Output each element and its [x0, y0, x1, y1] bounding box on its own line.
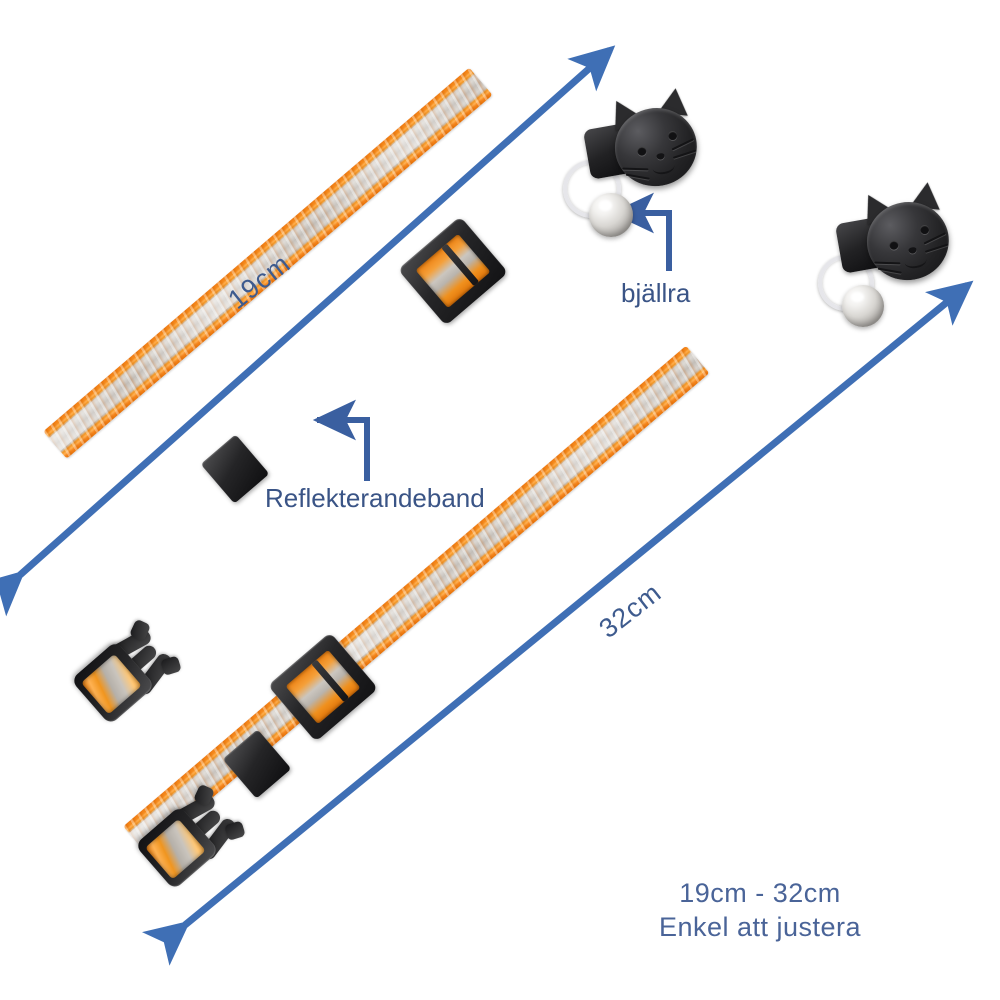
cat-eye-right	[667, 130, 678, 141]
collar-long-bell	[842, 285, 884, 327]
collar-long-cat-head-buckle	[834, 180, 963, 291]
callout-label-reflective-band: Reflekterandeband	[265, 483, 485, 513]
cat-whisker-2	[877, 267, 902, 274]
collar-short-bell	[589, 193, 633, 237]
cat-whisker-2	[625, 173, 650, 180]
cat-whisker-1	[622, 167, 649, 171]
clasp-tip-upper	[223, 820, 246, 841]
collar-short	[43, 67, 704, 726]
collar-short-cat-head-buckle	[582, 86, 711, 197]
cat-whisker-1	[874, 261, 901, 265]
cat-mouth	[903, 252, 928, 270]
callout-arrow-reflective-band	[312, 399, 370, 481]
collar-long	[120, 180, 956, 900]
cat-whisker-4	[924, 243, 949, 253]
cat-whisker-3	[923, 232, 947, 245]
cat-eye-right	[919, 224, 930, 235]
footnote-easy-adjust: Enkel att justera	[658, 912, 862, 942]
cat-eye-left	[888, 239, 900, 251]
cat-whisker-3	[671, 138, 695, 151]
cat-mouth	[651, 158, 676, 176]
cat-whisker-4	[672, 149, 697, 159]
collar-long-breakaway-clasp	[129, 783, 246, 895]
cat-eye-left	[636, 145, 648, 157]
footnote-size-range: 19cm - 32cm	[679, 878, 841, 908]
callout-label-bell: bjällra	[621, 278, 691, 308]
dimension-arrow-32cm	[141, 280, 974, 966]
callout-arrow-bell	[610, 192, 672, 271]
adjuster-window	[285, 649, 361, 725]
